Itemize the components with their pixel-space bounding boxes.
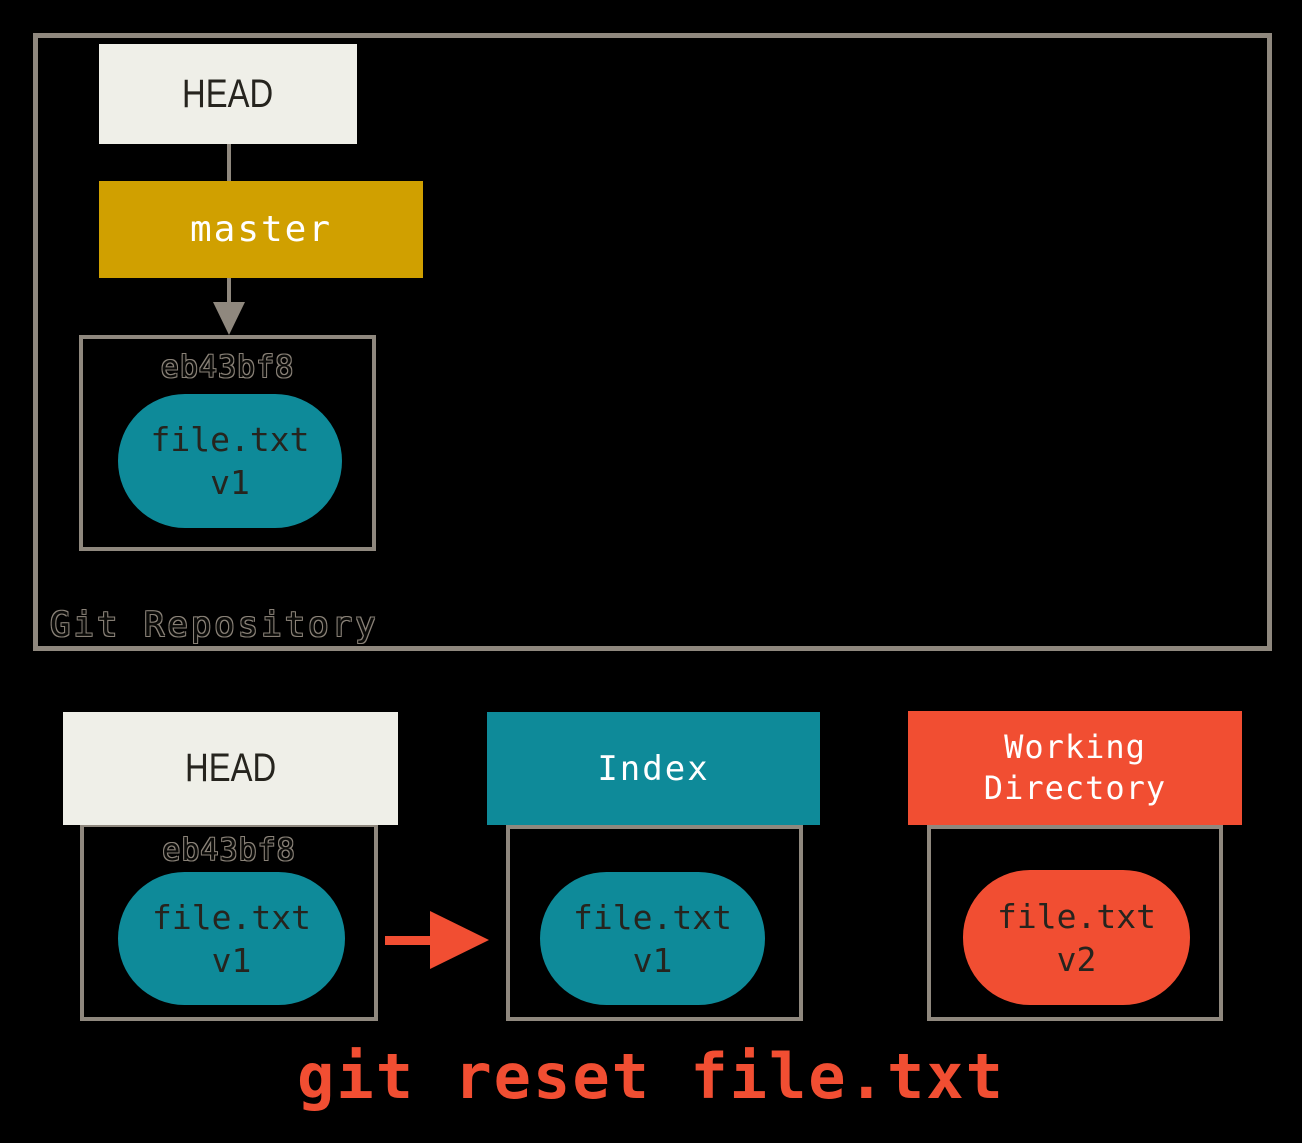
repo-commit-file-pill: file.txt v1 [118,394,342,528]
repo-commit-box [79,335,376,551]
repo-commit-file-version: v1 [210,463,250,502]
repo-head-box: HEAD [99,44,357,144]
head-column-hash: eb43bf8 [162,833,296,868]
index-column-file-name: file.txt [573,897,732,937]
workdir-column-file-pill: file.txt v2 [963,870,1190,1005]
reset-arrow-shaft [385,936,431,945]
index-column-title: Index [597,748,710,789]
workdir-column-file-version: v2 [1056,939,1097,979]
repo-commit-file-name: file.txt [150,420,310,459]
workdir-column-file-name: file.txt [997,896,1156,936]
repo-head-label: HEAD [182,71,274,116]
git-repository-label: Git Repository [50,605,379,645]
workdir-column-header: Working Directory [908,711,1242,825]
head-to-master-line [227,144,231,181]
index-column-header: Index [487,712,820,825]
index-column-file-pill: file.txt v1 [540,872,765,1005]
index-column-file-version: v1 [632,940,673,980]
master-branch-label: master [189,209,333,250]
head-column-box [80,823,378,1021]
head-column-file-version: v1 [211,940,252,980]
master-to-commit-line [227,278,231,304]
head-column-file-pill: file.txt v1 [118,872,345,1005]
index-column-box [506,825,803,1021]
head-column-file-name: file.txt [152,897,311,937]
workdir-column-box [927,825,1223,1021]
head-column-title: HEAD [184,746,277,790]
master-branch-box: master [99,181,423,278]
workdir-column-title: Working Directory [983,728,1167,807]
down-arrowhead-icon [213,302,245,335]
reset-arrow-head-icon [430,911,489,969]
repo-commit-hash: eb43bf8 [160,350,295,385]
head-column-header: HEAD [63,712,398,825]
command-caption: git reset file.txt [297,1040,1005,1113]
git-repository-box [33,33,1272,651]
